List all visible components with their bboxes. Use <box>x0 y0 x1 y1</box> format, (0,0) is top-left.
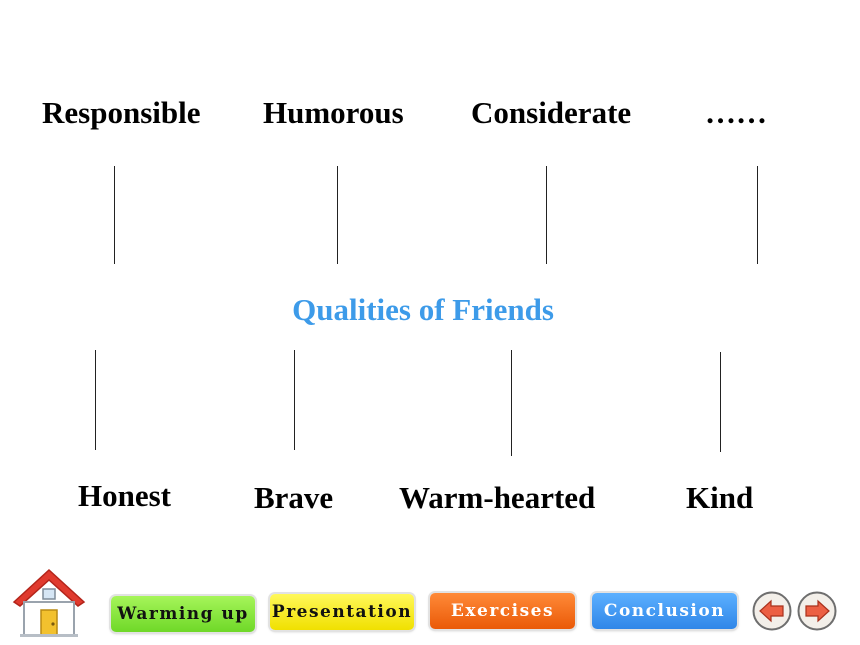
quality-more-ellipsis: …… <box>705 95 767 130</box>
quality-considerate: Considerate <box>471 95 632 130</box>
next-button[interactable] <box>797 591 837 631</box>
connector-line <box>720 352 721 452</box>
presentation-button[interactable]: Presentation <box>270 594 414 630</box>
connector-line <box>757 166 758 264</box>
warming-up-label: Warming up <box>117 604 249 624</box>
connector-line <box>294 350 295 450</box>
quality-humorous: Humorous <box>263 95 404 130</box>
home-button[interactable] <box>12 566 86 640</box>
house-icon <box>12 568 86 637</box>
arrow-left-icon <box>752 591 792 631</box>
conclusion-label: Conclusion <box>603 601 726 621</box>
connector-line <box>95 350 96 450</box>
quality-responsible: Responsible <box>42 95 201 130</box>
connector-line <box>337 166 338 264</box>
exercises-button[interactable]: Exercises <box>430 593 575 629</box>
previous-button[interactable] <box>752 591 792 631</box>
quality-honest: Honest <box>78 478 171 513</box>
connector-line <box>114 166 115 264</box>
quality-brave: Brave <box>254 480 334 515</box>
warming-up-button[interactable]: Warming up <box>111 596 255 632</box>
conclusion-button[interactable]: Conclusion <box>592 593 737 629</box>
quality-warm-hearted: Warm-hearted <box>399 480 596 515</box>
exercises-label: Exercises <box>450 601 555 621</box>
connector-line <box>511 350 512 456</box>
arrow-right-icon <box>797 591 837 631</box>
diagram-title: Qualities of Friends <box>292 292 554 327</box>
presentation-label: Presentation <box>271 602 413 622</box>
quality-kind: Kind <box>686 480 754 515</box>
connector-line <box>546 166 547 264</box>
